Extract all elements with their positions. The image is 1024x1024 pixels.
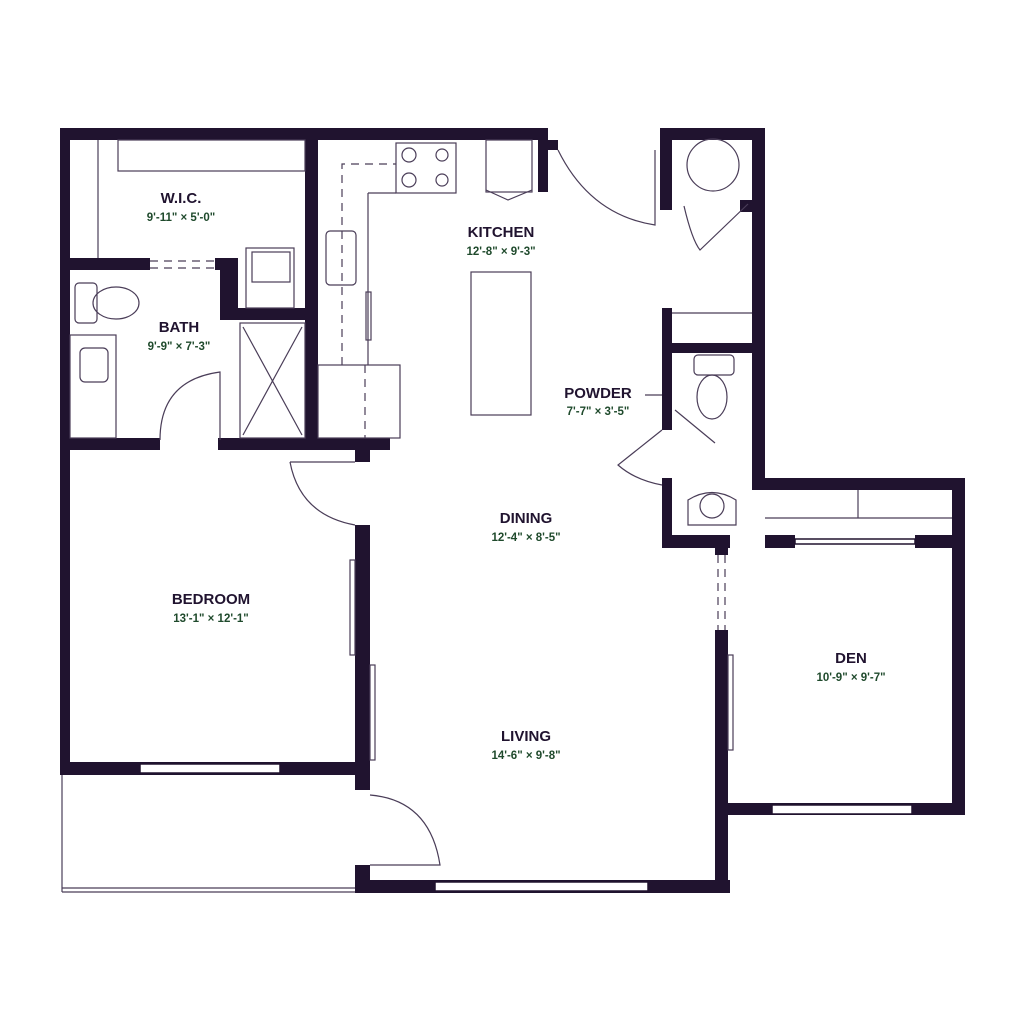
room-dims-den: 10'-9" × 9'-7" (816, 672, 885, 684)
room-dims-wic: 9'-11" × 5'-0" (147, 212, 215, 224)
fixtures (69, 138, 952, 761)
room-name-kitchen: KITCHEN (468, 224, 535, 241)
room-dims-powder: 7'-7" × 3'-5" (567, 406, 630, 418)
room-name-den: DEN (835, 650, 867, 667)
windows (139, 538, 916, 892)
room-labels: W.I.C. 9'-11" × 5'-0" KITCHEN 12'-8" × 9… (147, 190, 886, 762)
room-name-dining: DINING (500, 510, 553, 527)
doors (159, 149, 663, 866)
room-name-wic: W.I.C. (161, 190, 202, 207)
balcony (61, 775, 355, 893)
room-name-bedroom: BEDROOM (172, 591, 250, 608)
room-dims-dining: 12'-4" × 8'-5" (491, 532, 560, 544)
room-dims-bedroom: 13'-1" × 12'-1" (173, 613, 249, 625)
room-name-powder: POWDER (564, 385, 632, 402)
room-dims-living: 14'-6" × 9'-8" (491, 750, 560, 762)
room-dims-kitchen: 12'-8" × 9'-3" (466, 246, 535, 258)
room-name-living: LIVING (501, 728, 551, 745)
room-dims-bath: 9'-9" × 7'-3" (148, 341, 211, 353)
room-name-bath: BATH (159, 319, 200, 336)
